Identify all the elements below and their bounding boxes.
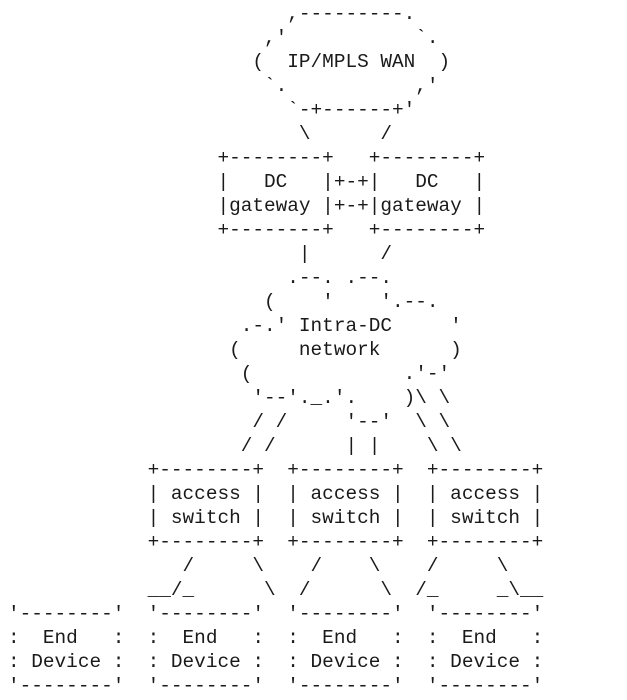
gateway-boxes-top: +--------+ +--------+	[8, 147, 486, 169]
gateway-boxes-bottom: +--------+ +--------+	[8, 219, 486, 241]
intra-dc-cloud-lower: ( .'-'	[8, 363, 451, 385]
device-boxes-top: '--------' '--------' '--------' '------…	[8, 603, 544, 625]
gateway-to-dc-links: | /	[8, 243, 392, 265]
device-labels-device: : Device : : Device : : Device : : Devic…	[8, 651, 544, 673]
dc-to-switch-links-2: / / | | \ \	[8, 435, 462, 457]
wan-cloud-upper-edge: ,' `.	[8, 27, 439, 49]
switch-labels-access: | access | | access | | access |	[8, 483, 544, 505]
gateway-labels-dc: | DC |+-+| DC |	[8, 171, 486, 193]
switch-boxes-top: +--------+ +--------+ +--------+	[8, 459, 544, 481]
device-boxes-bottom: '--------' '--------' '--------' '------…	[8, 675, 544, 697]
intra-dc-cloud-top: .--. .--.	[8, 267, 392, 289]
wan-cloud-top: ,---------.	[8, 3, 416, 25]
intra-dc-cloud-upper: ( ' '.--.	[8, 291, 439, 313]
device-labels-end: : End : : End : : End : : End :	[8, 627, 544, 649]
intra-dc-cloud-label-2: ( network )	[8, 339, 462, 361]
intra-dc-cloud-bottom: '--'._.'. )\ \	[8, 387, 451, 409]
wan-to-gateway-links: \ /	[8, 123, 392, 145]
switch-to-device-links-2: __/_ \ / \ /_ _\__	[8, 579, 544, 601]
switch-to-device-links-1: / \ / \ / \	[8, 555, 509, 577]
gateway-labels-gateway: |gateway |+-+|gateway |	[8, 195, 486, 217]
intra-dc-cloud-label-1: .-.' Intra-DC '	[8, 315, 462, 337]
switch-labels-switch: | switch | | switch | | switch |	[8, 507, 544, 529]
dc-to-switch-links-1: / / '--' \ \	[8, 411, 451, 433]
ascii-network-diagram: ,---------. ,' `. ( IP/MPLS WAN ) `. ,' …	[8, 2, 543, 698]
wan-cloud-label: ( IP/MPLS WAN )	[8, 51, 451, 73]
wan-cloud-lower-edge: `. ,'	[8, 75, 439, 97]
wan-cloud-bottom: `-+------+'	[8, 99, 416, 121]
switch-boxes-bottom: +--------+ +--------+ +--------+	[8, 531, 544, 553]
